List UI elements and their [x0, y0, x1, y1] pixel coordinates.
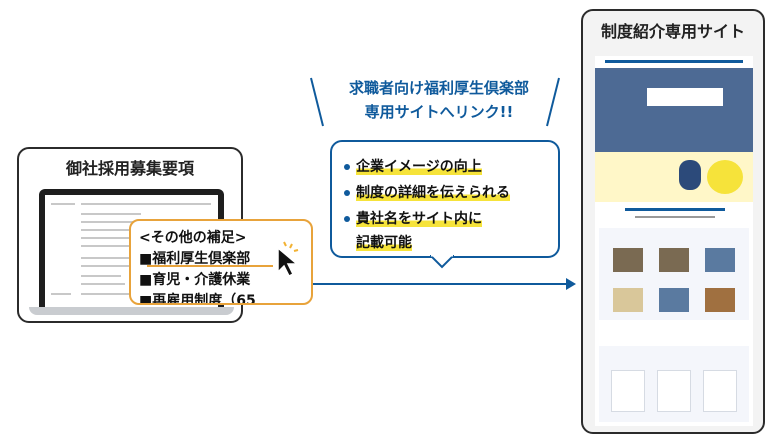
cursor-icon: [277, 241, 300, 278]
link-heading-line1: 求職者向け福利厚生倶楽部: [348, 79, 529, 97]
site-illustration-person: [679, 160, 701, 190]
link-underline: [147, 265, 273, 267]
bullet-item: 貴社名をサイト内に: [344, 208, 482, 228]
link-heading: 求職者向け福利厚生倶楽部 専用サイトへリンク!!: [320, 76, 558, 124]
bullet-dot-icon: [344, 190, 350, 196]
recruitment-card-title: 御社採用募集要項: [65, 159, 194, 178]
heading-accent-lines: [310, 77, 560, 127]
callout-item-benefit-club[interactable]: ■福利厚生倶楽部: [139, 251, 251, 267]
site-leisure-section: [599, 346, 749, 422]
laptop-base: [29, 307, 234, 315]
site-hero-caption: [647, 88, 723, 106]
bullet-item-continuation: 記載可能: [356, 235, 412, 251]
site-header-bar: [605, 60, 743, 63]
callout-item-childcare: ■育児・介護休業: [139, 272, 251, 288]
benefits-callout: <その他の補足> ■福利厚生倶楽部 ■育児・介護休業 ■再雇用制度（65: [129, 219, 313, 305]
bubble-tail: [430, 255, 454, 269]
benefits-site-title: 制度紹介専用サイト: [600, 22, 745, 41]
bullet-item: 企業イメージの向上: [344, 156, 482, 176]
benefits-site-card: 制度紹介専用サイト: [581, 9, 765, 434]
callout-item-reemployment: ■再雇用制度（65: [139, 293, 256, 305]
site-section-subheading: [635, 216, 715, 218]
bullet-dot-icon: [344, 164, 350, 170]
bullet-item: 制度の詳細を伝えられる: [344, 182, 510, 202]
site-hero-image: [595, 68, 753, 152]
benefits-site-preview[interactable]: [595, 56, 753, 426]
benefits-bubble: 企業イメージの向上 制度の詳細を伝えられる 貴社名をサイト内に 記載可能: [330, 140, 560, 258]
link-arrow: [313, 283, 568, 285]
bullet-dot-icon: [344, 216, 350, 222]
callout-heading: <その他の補足>: [139, 230, 247, 246]
link-heading-line2: 専用サイトへリンク!!: [364, 103, 514, 121]
site-speech-circle: [707, 160, 743, 194]
site-activity-section: [599, 228, 749, 320]
site-section-heading: [625, 208, 725, 211]
link-arrow-head: [566, 278, 576, 290]
